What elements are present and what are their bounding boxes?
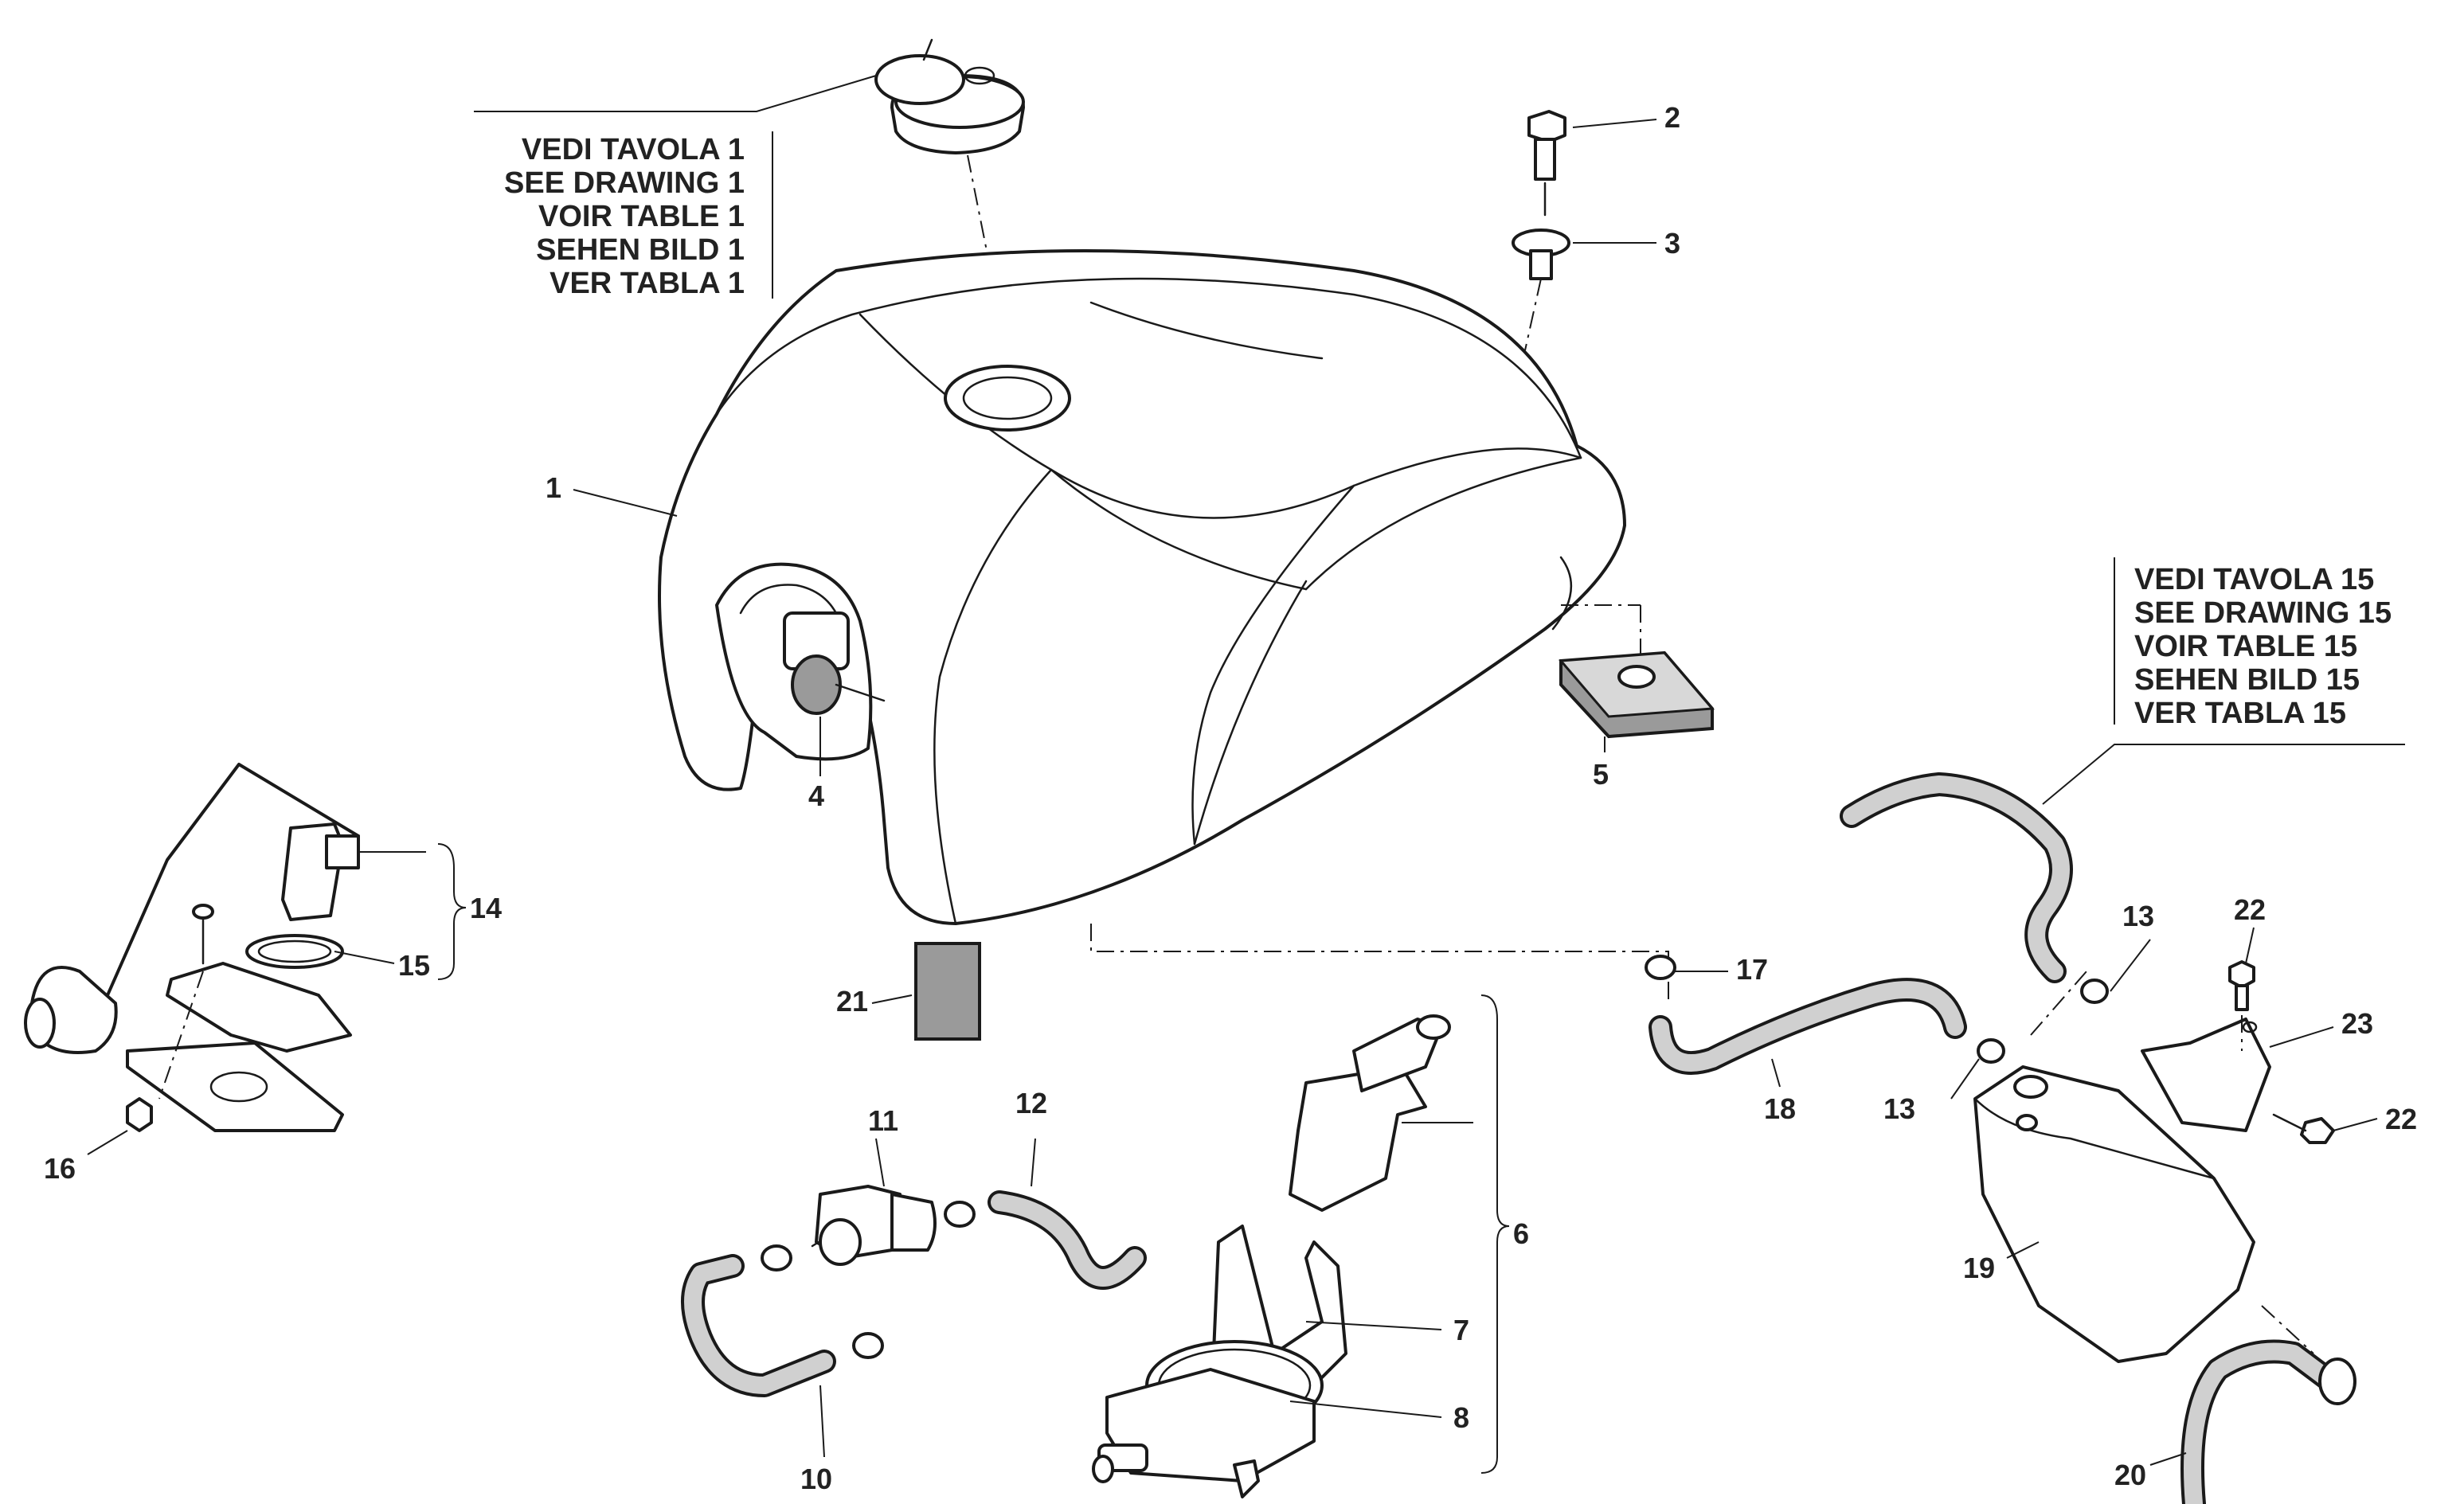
bolt-2	[1527, 110, 1566, 217]
ref15-line-3: VOIR TABLE 15	[2134, 630, 2357, 663]
washer-3	[1512, 229, 1570, 280]
ref15-line-2: SEE DRAWING 15	[2134, 596, 2392, 630]
callout-21: 21	[836, 985, 868, 1018]
rubber-pad	[1558, 650, 1715, 739]
hose-18	[1649, 978, 1967, 1075]
ref1-line-4: SEHEN BILD 1	[536, 233, 745, 267]
ref1-line-1: VEDI TAVOLA 1	[522, 133, 745, 166]
callout-13-lower: 13	[1883, 1092, 1915, 1125]
callout-numbers: 1 2 3 4 5 6 7 8 10 11 12 13 13 14 15 16 …	[44, 101, 2417, 1495]
breather-hose	[1840, 772, 2073, 983]
ref1-line-2: SEE DRAWING 1	[504, 166, 745, 200]
callout-6: 6	[1513, 1217, 1529, 1250]
callout-4: 4	[808, 779, 824, 812]
fuel-pump-assembly	[1092, 1014, 1451, 1498]
hose-10	[681, 1254, 836, 1397]
callout-14: 14	[470, 892, 502, 924]
callout-22-right: 22	[2385, 1103, 2417, 1135]
callout-8: 8	[1453, 1401, 1469, 1434]
reference-drawing-15: VEDI TAVOLA 15 SEE DRAWING 15 VOIR TABLE…	[2042, 557, 2405, 805]
callout-1: 1	[546, 471, 561, 504]
callout-16: 16	[44, 1152, 76, 1185]
callout-19: 19	[1963, 1252, 1995, 1284]
callout-15: 15	[398, 949, 430, 982]
hose-20	[2180, 1339, 2356, 1504]
ref15-line-4: SEHEN BILD 15	[2134, 663, 2360, 697]
callout-17: 17	[1736, 953, 1768, 986]
reference-drawing-1: VEDI TAVOLA 1 SEE DRAWING 1 VOIR TABLE 1…	[474, 75, 877, 300]
hose-12	[988, 1190, 1147, 1290]
hose-clamps	[761, 955, 2109, 1359]
callout-7: 7	[1453, 1314, 1469, 1346]
callout-12: 12	[1015, 1087, 1047, 1119]
callout-23: 23	[2341, 1007, 2373, 1040]
callout-20: 20	[2114, 1459, 2146, 1491]
fuel-filter	[811, 1185, 937, 1266]
ref15-line-5: VER TABLA 15	[2134, 697, 2346, 730]
bolt-22-upper	[2228, 960, 2255, 1011]
fuel-level-sender	[24, 763, 360, 1132]
ref1-line-3: VOIR TABLE 1	[538, 200, 745, 233]
bolt-22-right	[2272, 1113, 2335, 1144]
callout-2: 2	[1664, 101, 1680, 134]
bracket-23	[2141, 1018, 2271, 1132]
fuel-tank	[658, 249, 1626, 925]
ref15-line-1: VEDI TAVOLA 15	[2134, 563, 2374, 596]
ref1-line-5: VER TABLA 1	[550, 267, 745, 300]
leader-lines	[87, 119, 2378, 1466]
label-21	[914, 942, 981, 1041]
evap-canister	[1973, 1065, 2255, 1363]
fuel-cap	[874, 38, 1025, 154]
callout-11: 11	[868, 1104, 898, 1137]
callout-10: 10	[800, 1463, 832, 1495]
callout-18: 18	[1764, 1092, 1796, 1125]
callout-22-upper: 22	[2234, 893, 2266, 926]
callout-13-upper: 13	[2122, 900, 2154, 932]
callout-3: 3	[1664, 227, 1680, 260]
callout-5: 5	[1593, 758, 1609, 791]
